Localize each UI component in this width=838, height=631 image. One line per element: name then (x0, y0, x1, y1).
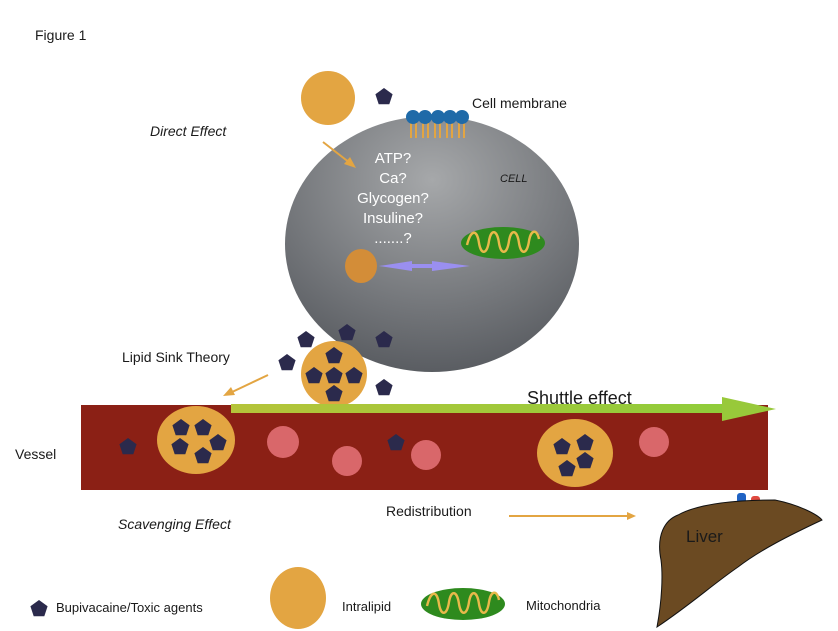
redistribution-arrow (509, 512, 636, 520)
red-blood-cell (267, 426, 299, 458)
direct-effect-arrow (322, 141, 356, 168)
intralipid-droplet (301, 71, 355, 125)
red-blood-cell (332, 446, 362, 476)
red-blood-cell (411, 440, 441, 470)
toxic-agent (297, 331, 315, 348)
scavenging-effect-label: Scavenging Effect (118, 516, 232, 532)
question-ca: Ca? (379, 170, 407, 187)
lipid-sink-label: Lipid Sink Theory (122, 349, 230, 365)
mitochondria-in-cell (459, 225, 547, 261)
liver-label: Liver (686, 527, 723, 546)
legend-label-intralipid: Intralipid (342, 599, 391, 614)
intralipid-icon (270, 567, 326, 629)
membrane-receptors (406, 110, 469, 138)
question-other: .......? (374, 230, 412, 247)
question-insuline: Insuline? (363, 210, 423, 227)
redistribution-label: Redistribution (386, 503, 472, 519)
liver (656, 493, 823, 629)
legend-label-mitochondria: Mitochondria (526, 598, 601, 613)
figure-label: Figure 1 (35, 27, 87, 43)
red-blood-cell (639, 427, 669, 457)
shuttle-effect-label: Shuttle effect (527, 388, 632, 408)
double-arrow-icon (379, 261, 470, 271)
legend-label-toxic: Bupivacaine/Toxic agents (56, 600, 203, 615)
question-atp: ATP? (375, 150, 411, 167)
cell-membrane-label: Cell membrane (472, 95, 567, 111)
pentagon-icon (30, 600, 48, 617)
cell-label: CELL (500, 173, 528, 185)
direct-effect-label: Direct Effect (150, 123, 227, 139)
toxic-agent (375, 88, 393, 105)
lipid-sink-arrow (223, 374, 269, 396)
legend: Bupivacaine/Toxic agents Intralipid Mito… (30, 567, 601, 629)
cell-body (285, 116, 579, 372)
shuttle-arrow (231, 397, 776, 421)
intralipid-shuttle (537, 419, 613, 487)
toxic-agent (375, 379, 393, 396)
inner-intralipid (345, 249, 377, 283)
question-glycogen: Glycogen? (357, 190, 429, 207)
toxic-agent (278, 354, 296, 371)
mitochondria-icon (419, 586, 507, 622)
vessel-label: Vessel (15, 446, 56, 462)
